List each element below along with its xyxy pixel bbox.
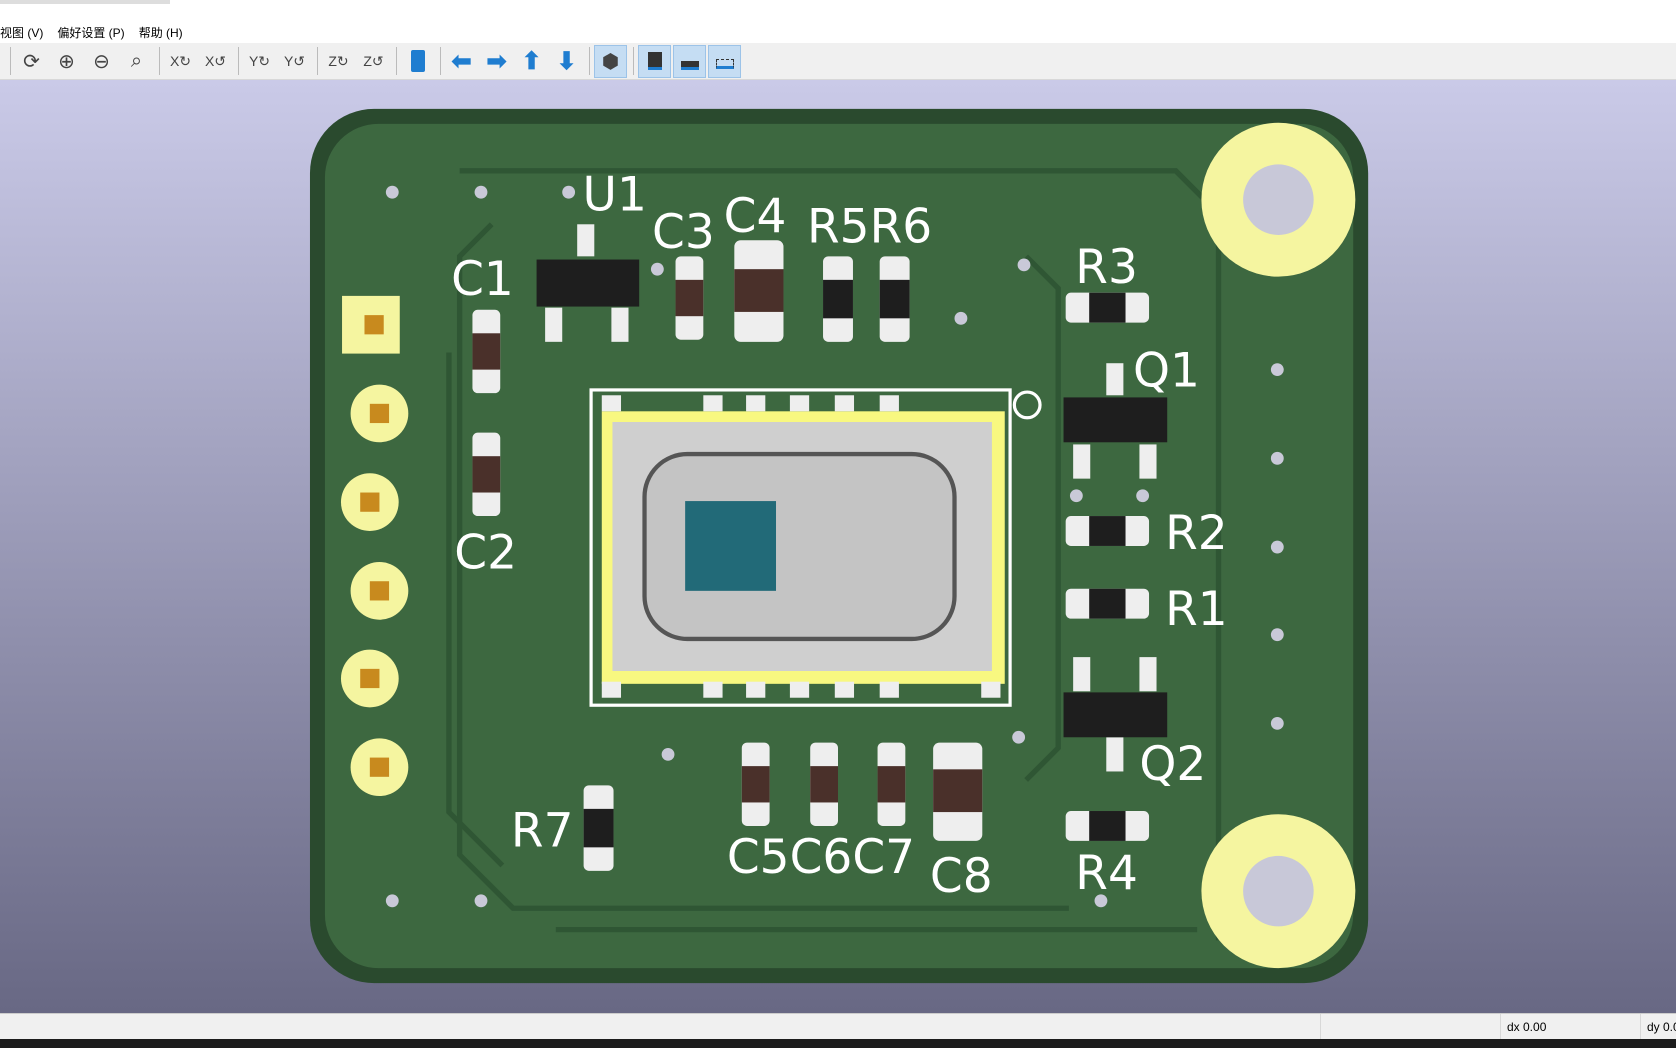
C6-footprint <box>810 742 838 826</box>
ref-C1: C1 <box>451 252 514 307</box>
rotate-x-ccw-icon[interactable]: X↺ <box>204 52 227 69</box>
rotate-x-cw-icon[interactable]: X↻ <box>169 52 192 69</box>
menu-view[interactable]: 视图 (V) <box>0 26 44 40</box>
ref-C4: C4 <box>724 189 787 244</box>
zoom-fit-icon[interactable]: ⌕ <box>130 49 143 72</box>
silkscreen-refs: U1 C1 C2 C3 C4 R5R6 R3 Q1 R2 R1 Q2 R4 R7… <box>451 167 1228 904</box>
C5-footprint <box>741 742 770 826</box>
rotate-y-cw-icon[interactable]: Y↻ <box>248 52 271 69</box>
ref-R7: R7 <box>511 803 574 858</box>
menu-bar: 视图 (V) 偏好设置 (P) 帮助 (H) <box>0 22 197 42</box>
vias <box>385 185 1284 908</box>
move-down-icon[interactable]: ⬇ <box>556 47 577 75</box>
R2-footprint <box>1065 516 1150 546</box>
status-empty <box>1320 1014 1500 1040</box>
sensor-module <box>589 388 1042 707</box>
rotate-z-ccw-icon[interactable]: Z↺ <box>363 52 384 69</box>
Q1-footprint <box>1063 363 1168 479</box>
status-dy: dy 0.0 <box>1640 1014 1676 1040</box>
C7-footprint <box>877 742 906 826</box>
toolbar: ⟳ ⊕ ⊖ ⌕ X↻ X↺ Y↻ Y↺ Z↻ Z↺ ⬅ ➡ ⬆ ⬇ ⬢ <box>0 43 1676 80</box>
R6-footprint <box>879 256 910 342</box>
ref-R5R6: R5R6 <box>807 199 932 254</box>
ref-Q1: Q1 <box>1133 344 1200 399</box>
ref-U1: U1 <box>583 167 647 222</box>
window-shadow <box>0 0 170 4</box>
refresh-icon[interactable]: ⟳ <box>23 50 40 73</box>
zoom-in-icon[interactable]: ⊕ <box>58 50 75 73</box>
pcb-board-render: U1 C1 C2 C3 C4 R5R6 R3 Q1 R2 R1 Q2 R4 R7… <box>309 108 1369 984</box>
move-up-icon[interactable]: ⬆ <box>521 47 542 75</box>
menu-preferences[interactable]: 偏好设置 (P) <box>57 26 125 40</box>
Q2-footprint <box>1063 657 1168 772</box>
move-left-icon[interactable]: ⬅ <box>451 47 472 75</box>
C8-footprint <box>933 742 983 841</box>
sensor-window <box>685 501 777 591</box>
smd-icon[interactable] <box>673 44 706 78</box>
U1-footprint <box>536 224 640 342</box>
mounting-hole-top <box>1201 122 1356 277</box>
move-right-icon[interactable]: ➡ <box>486 47 507 75</box>
3d-box-icon[interactable]: ⬢ <box>594 44 627 78</box>
rotate-z-cw-icon[interactable]: Z↻ <box>328 52 349 69</box>
flip-board-icon[interactable] <box>401 45 434 78</box>
C3-footprint <box>675 256 704 340</box>
ref-C2: C2 <box>454 525 517 580</box>
C1-footprint <box>472 309 501 394</box>
rotate-y-ccw-icon[interactable]: Y↺ <box>283 52 306 69</box>
status-bar: dx 0.00 dy 0.0 <box>0 1013 1676 1040</box>
status-dx: dx 0.00 <box>1500 1014 1640 1040</box>
ref-R3: R3 <box>1075 240 1138 295</box>
ref-C8: C8 <box>930 849 993 904</box>
R3-footprint <box>1065 292 1150 323</box>
R5-footprint <box>823 256 853 342</box>
ref-R1: R1 <box>1165 582 1228 637</box>
ref-C3: C3 <box>652 205 715 260</box>
C4-footprint <box>734 240 784 342</box>
taskbar-strip <box>0 1039 1676 1048</box>
3d-viewport[interactable]: U1 C1 C2 C3 C4 R5R6 R3 Q1 R2 R1 Q2 R4 R7… <box>0 80 1676 1013</box>
title-strip <box>0 0 1676 22</box>
zoom-out-icon[interactable]: ⊖ <box>93 50 110 73</box>
R4-footprint <box>1065 811 1150 841</box>
ref-Q2: Q2 <box>1139 737 1206 792</box>
R7-footprint <box>583 785 614 871</box>
header-pins <box>340 295 409 797</box>
C2-footprint <box>472 432 501 517</box>
ref-R2: R2 <box>1165 506 1228 561</box>
through-hole-icon[interactable] <box>638 44 671 78</box>
ref-R4: R4 <box>1075 846 1138 901</box>
mounting-hole-bottom <box>1201 814 1356 969</box>
ref-C5C6C7: C5C6C7 <box>727 830 915 885</box>
R1-footprint <box>1065 588 1150 619</box>
menu-help[interactable]: 帮助 (H) <box>138 26 183 40</box>
virtual-icon[interactable] <box>708 44 741 78</box>
